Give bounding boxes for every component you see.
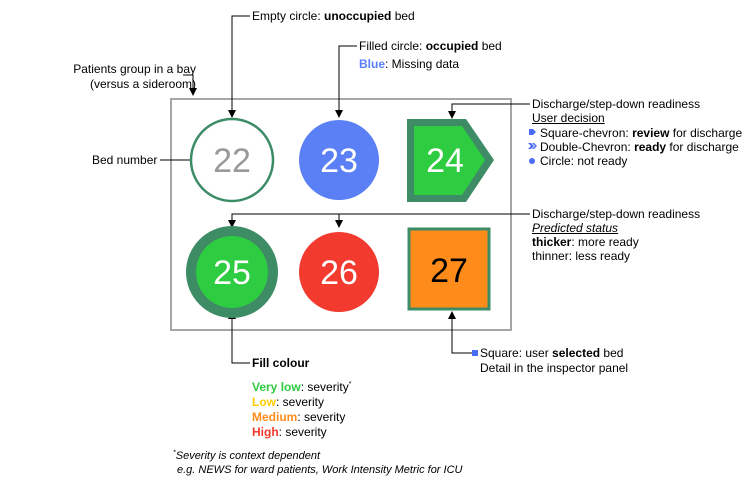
circle-icon xyxy=(529,158,535,164)
connector-discharge-predicted xyxy=(228,213,530,228)
discharge-predicted-title: Discharge/step-down readiness xyxy=(532,207,701,221)
connector-fill-colour xyxy=(228,311,250,364)
discharge-user-subtitle: User decision xyxy=(532,111,605,125)
bed-number: 23 xyxy=(320,142,358,180)
fill-colour-very-low: Very low: severity* xyxy=(252,380,352,394)
bay-label: Patients group in a bay (versus a sidero… xyxy=(73,62,196,91)
blue-label: Blue: Missing data xyxy=(359,57,460,71)
bed-24[interactable]: 24 xyxy=(407,119,494,202)
fill-colour-high: High: severity xyxy=(252,425,327,439)
connector-bay xyxy=(183,74,197,96)
discharge-predicted-thicker: thicker: more ready xyxy=(532,235,639,249)
connector-filled-circle xyxy=(335,45,357,118)
fill-colour-low: Low: severity xyxy=(252,395,325,409)
fill-colour-medium: Medium: severity xyxy=(252,410,346,424)
discharge-predicted-thinner: thinner: less ready xyxy=(532,249,631,263)
empty-circle-label: Empty circle: unoccupied bed xyxy=(252,9,415,23)
filled-circle-label: Filled circle: occupied bed xyxy=(359,39,502,53)
square-selected-label: Square: user selected bed xyxy=(480,346,624,360)
fill-colour-title: Fill colour xyxy=(252,356,310,370)
square-icon xyxy=(472,350,478,356)
footnote-line1: *Severity is context dependent xyxy=(173,449,321,462)
square-chevron-icon xyxy=(529,129,536,135)
bed-number: 26 xyxy=(320,254,358,292)
footnote-line2: e.g. NEWS for ward patients, Work Intens… xyxy=(177,464,463,476)
bed-number: 27 xyxy=(430,252,468,290)
square-selected-detail: Detail in the inspector panel xyxy=(480,361,629,375)
bed-number-label: Bed number xyxy=(92,153,158,167)
bed-number: 25 xyxy=(213,254,251,292)
double-chevron-icon xyxy=(528,143,537,149)
bed-26[interactable]: 26 xyxy=(299,232,379,312)
discharge-predicted-subtitle: Predicted status xyxy=(532,221,619,235)
connector-square-selected xyxy=(448,311,472,354)
bed-27[interactable]: 27 xyxy=(407,227,491,311)
bed-number: 22 xyxy=(213,142,251,180)
connector-empty-circle xyxy=(228,15,250,118)
legend-item-square-chevron: Square-chevron: review for discharge xyxy=(540,126,743,140)
legend-item-circle: Circle: not ready xyxy=(540,154,628,168)
bed-23[interactable]: 23 xyxy=(299,120,379,200)
bed-25[interactable]: 25 xyxy=(186,226,278,318)
legend-item-double-chevron: Double-Chevron: ready for discharge xyxy=(540,140,739,154)
connector-discharge-user xyxy=(448,103,530,119)
bed-number: 24 xyxy=(426,142,464,180)
bed-22[interactable]: 22 xyxy=(189,117,275,203)
discharge-user-title: Discharge/step-down readiness xyxy=(532,97,701,111)
